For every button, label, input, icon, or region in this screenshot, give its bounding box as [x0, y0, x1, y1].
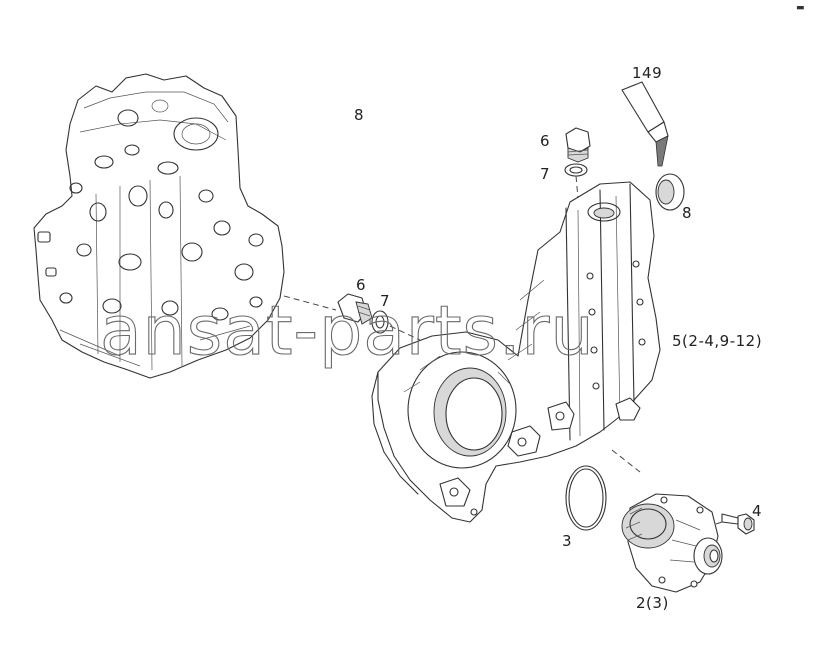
assembly-lines [283, 175, 723, 525]
plug-top [565, 127, 591, 163]
front-cover-housing [371, 181, 661, 523]
callout-7-top: 7 [540, 165, 550, 183]
corner-mark: ▬ [796, 3, 805, 13]
sealant-tube [621, 81, 669, 167]
cap [655, 173, 685, 211]
bolt [721, 513, 755, 535]
callout-2: 2(3) [636, 594, 669, 612]
callout-149: 149 [632, 64, 662, 82]
callout-4: 4 [752, 502, 762, 520]
washer-top [564, 163, 588, 177]
callout-6-top: 6 [540, 132, 550, 150]
callout-8-top: 8 [354, 106, 364, 124]
callout-6-mid: 6 [356, 276, 366, 294]
callout-5: 5(2-4,9-12) [672, 332, 762, 350]
water-pump [621, 493, 723, 593]
callout-3: 3 [562, 532, 572, 550]
watermark: ansat-parts.ru [100, 292, 595, 371]
callout-7-mid: 7 [380, 292, 390, 310]
engine-block [33, 73, 285, 379]
callout-8-right: 8 [682, 204, 692, 222]
washer-mid [371, 310, 389, 334]
o-ring [565, 465, 607, 531]
